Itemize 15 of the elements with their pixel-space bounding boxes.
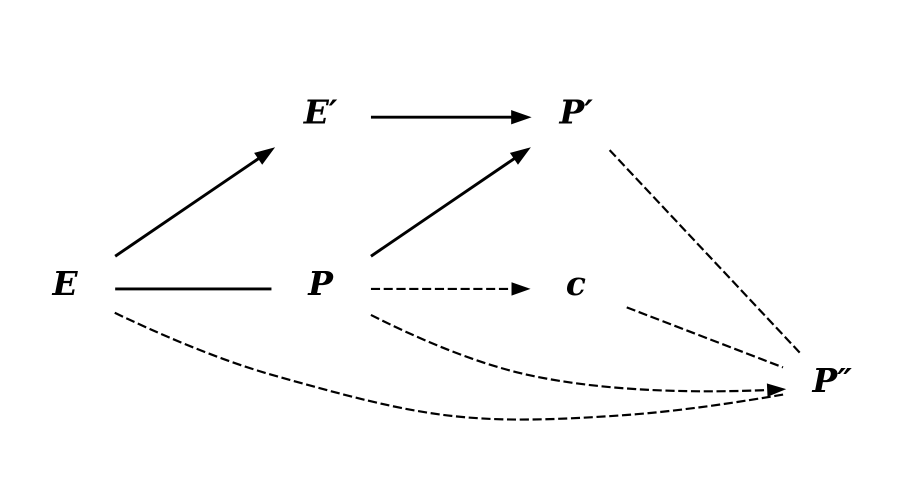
node-text: P′ xyxy=(560,92,593,132)
arrow xyxy=(370,110,532,124)
connector xyxy=(626,306,784,368)
node-text: c xyxy=(566,264,586,304)
connector xyxy=(114,312,784,421)
connector xyxy=(115,287,272,290)
node-text: E′ xyxy=(304,92,338,132)
node-text: P″ xyxy=(812,360,852,400)
connector xyxy=(608,149,800,354)
arrow xyxy=(370,147,531,258)
node-text: P xyxy=(308,264,334,304)
arrow xyxy=(370,314,786,397)
node-text: E xyxy=(52,264,78,304)
arrow xyxy=(370,282,531,296)
arrow xyxy=(114,147,276,258)
